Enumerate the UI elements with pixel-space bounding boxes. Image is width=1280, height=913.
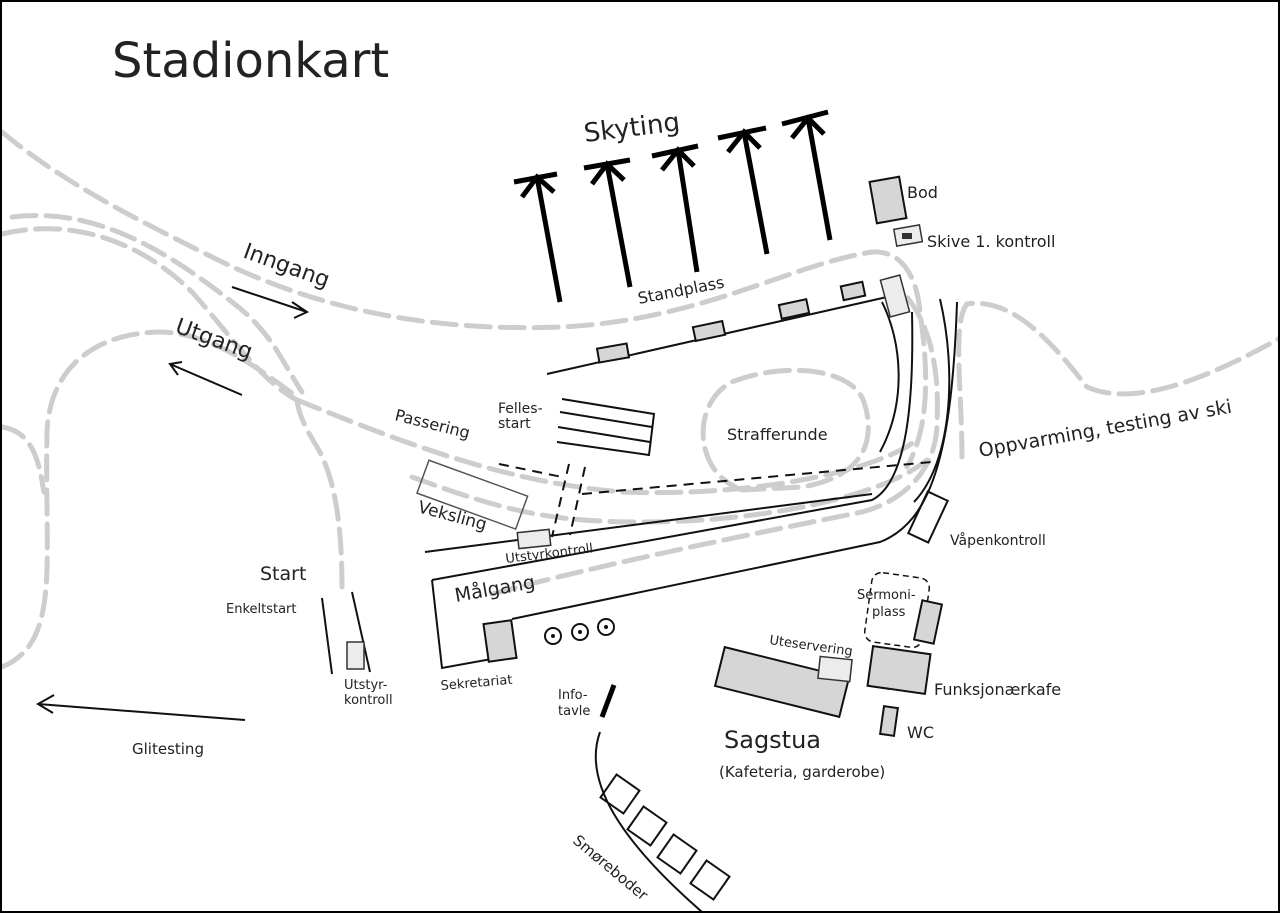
- ski-trails: [2, 129, 1278, 670]
- label-veksling: Veksling: [416, 498, 489, 536]
- label-sermoni-2: plass: [872, 605, 906, 620]
- label-fellesstart-2: start: [498, 416, 531, 432]
- shooting-arrow: [583, 157, 633, 288]
- label-sagstua-sub: (Kafeteria, garderobe): [719, 763, 885, 781]
- buildings: [346, 175, 950, 901]
- map-title: Stadionkart: [112, 33, 389, 89]
- shooting-arrow: [781, 109, 833, 241]
- sekretariat-building: [482, 619, 518, 663]
- label-info-1: Info-: [558, 688, 588, 703]
- label-passering: Passering: [393, 405, 472, 442]
- label-sekretariat: Sekretariat: [440, 673, 513, 694]
- label-bod: Bod: [907, 183, 938, 202]
- label-skyting: Skyting: [582, 107, 681, 149]
- label-glitesting: Glitesting: [132, 740, 204, 758]
- bod-building: [868, 175, 908, 225]
- label-fellesstart-1: Felles-: [498, 401, 543, 417]
- label-malgang: Målgang: [453, 570, 537, 607]
- label-smoreboder: Smøreboder: [569, 831, 652, 904]
- label-sagstua: Sagstua: [724, 726, 821, 754]
- label-info-2: tavle: [558, 704, 590, 719]
- label-vapenkontroll: Våpenkontroll: [950, 532, 1046, 549]
- label-start: Start: [260, 563, 306, 585]
- label-funksjonaerkafe: Funksjonærkafe: [934, 680, 1061, 699]
- shooting-arrow: [651, 143, 700, 273]
- label-sermoni-1: Sermoni-: [857, 588, 916, 603]
- label-utstyr-2: kontroll: [344, 693, 393, 708]
- label-enkeltstart: Enkeltstart: [226, 602, 297, 617]
- label-oppvarming: Oppvarming, testing av ski: [977, 396, 1233, 462]
- shooting-arrow: [717, 125, 770, 255]
- label-inngang: Inngang: [240, 239, 333, 293]
- stadium-lines: [36, 286, 958, 911]
- label-uteservering: Uteservering: [768, 633, 853, 660]
- shooting-lanes: [513, 109, 833, 303]
- sagstua-building: [713, 645, 851, 719]
- label-utgang: Utgang: [172, 314, 256, 365]
- shooting-arrow: [513, 171, 563, 303]
- label-wc: WC: [907, 723, 934, 742]
- label-skive: Skive 1. kontroll: [927, 232, 1055, 251]
- label-utstyr-1: Utstyr-: [344, 678, 388, 693]
- funksjonaerkafe-building: [866, 645, 932, 695]
- label-strafferunde: Strafferunde: [727, 425, 828, 444]
- smoreboder: [599, 773, 731, 901]
- map-labels: Stadionkart Skyting Bod Skive 1. kontrol…: [112, 33, 1233, 905]
- label-standplass: Standplass: [636, 273, 726, 308]
